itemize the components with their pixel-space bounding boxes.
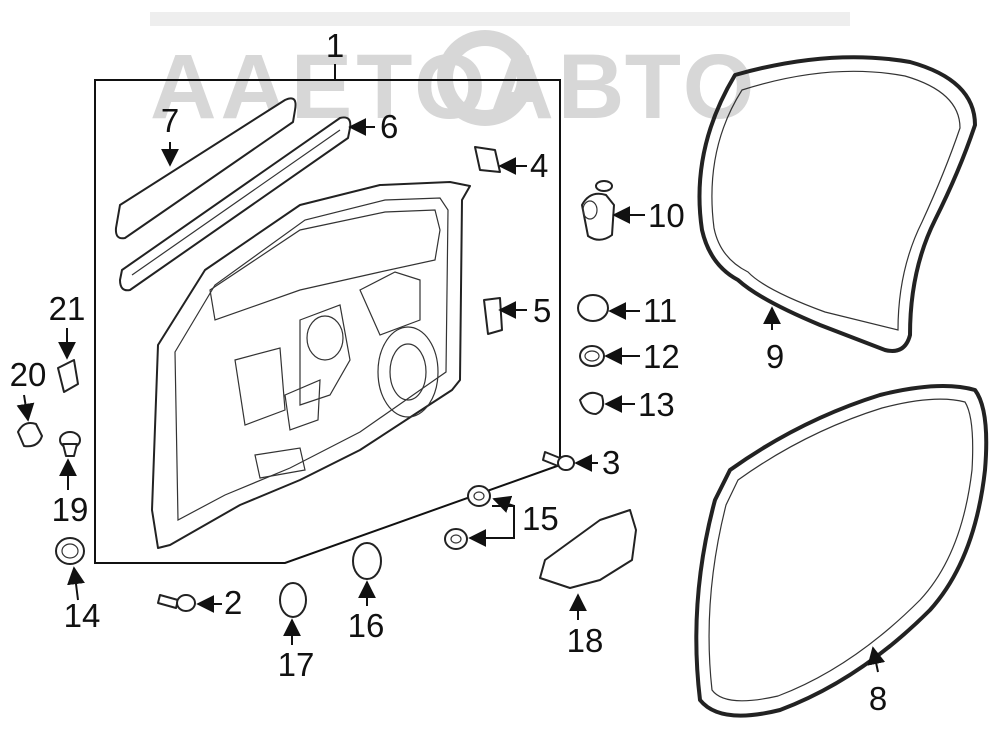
callout-12: 12 bbox=[643, 338, 680, 375]
part-21-cap bbox=[57, 359, 79, 393]
part-11-plug bbox=[577, 294, 609, 322]
callout-19: 19 bbox=[52, 491, 89, 528]
callout-16: 16 bbox=[348, 607, 385, 644]
callout-7: 7 bbox=[161, 102, 179, 139]
callout-6: 6 bbox=[380, 108, 398, 145]
part-20-cap bbox=[17, 422, 43, 448]
part-8-weatherstrip bbox=[694, 384, 989, 718]
callout-20: 20 bbox=[10, 356, 47, 393]
callout-2: 2 bbox=[224, 584, 242, 621]
callout-14: 14 bbox=[64, 597, 101, 634]
part-5-bracket bbox=[483, 297, 503, 335]
callout-17: 17 bbox=[278, 646, 315, 683]
part-18-shield bbox=[539, 509, 637, 589]
callout-13: 13 bbox=[638, 386, 675, 423]
door-assembly-frame bbox=[94, 79, 561, 564]
part-6-weatherstrip bbox=[119, 116, 352, 292]
part-12-ring bbox=[579, 345, 605, 367]
part-9-weatherstrip bbox=[697, 55, 977, 353]
callout-9: 9 bbox=[766, 338, 784, 375]
callout-8: 8 bbox=[869, 680, 887, 717]
door-shell bbox=[151, 181, 471, 549]
part-2-bolt bbox=[157, 594, 196, 612]
callout-11: 11 bbox=[643, 292, 677, 329]
part-14-ring bbox=[55, 537, 85, 565]
part-4-clip bbox=[474, 146, 501, 173]
callout-4: 4 bbox=[530, 147, 548, 184]
callout-1: 1 bbox=[326, 27, 344, 64]
callout-3: 3 bbox=[602, 444, 620, 481]
callout-15: 15 bbox=[522, 500, 559, 537]
part-16-plug bbox=[352, 542, 382, 580]
callout-21: 21 bbox=[49, 290, 86, 327]
callout-5: 5 bbox=[533, 292, 551, 329]
part-17-plug bbox=[279, 582, 307, 618]
part-19-clip bbox=[59, 431, 81, 457]
part-10-grommet bbox=[581, 180, 615, 241]
callout-labels: 1 2 3 4 5 6 7 8 9 10 11 12 13 14 15 16 1… bbox=[10, 27, 888, 717]
leader-lines bbox=[16, 64, 886, 673]
part-3-bolt bbox=[542, 451, 575, 471]
callout-10: 10 bbox=[648, 197, 685, 234]
callout-18: 18 bbox=[567, 622, 604, 659]
part-15-plugs bbox=[444, 485, 491, 550]
part-7-strip bbox=[114, 97, 297, 240]
part-13-clip bbox=[579, 391, 605, 415]
